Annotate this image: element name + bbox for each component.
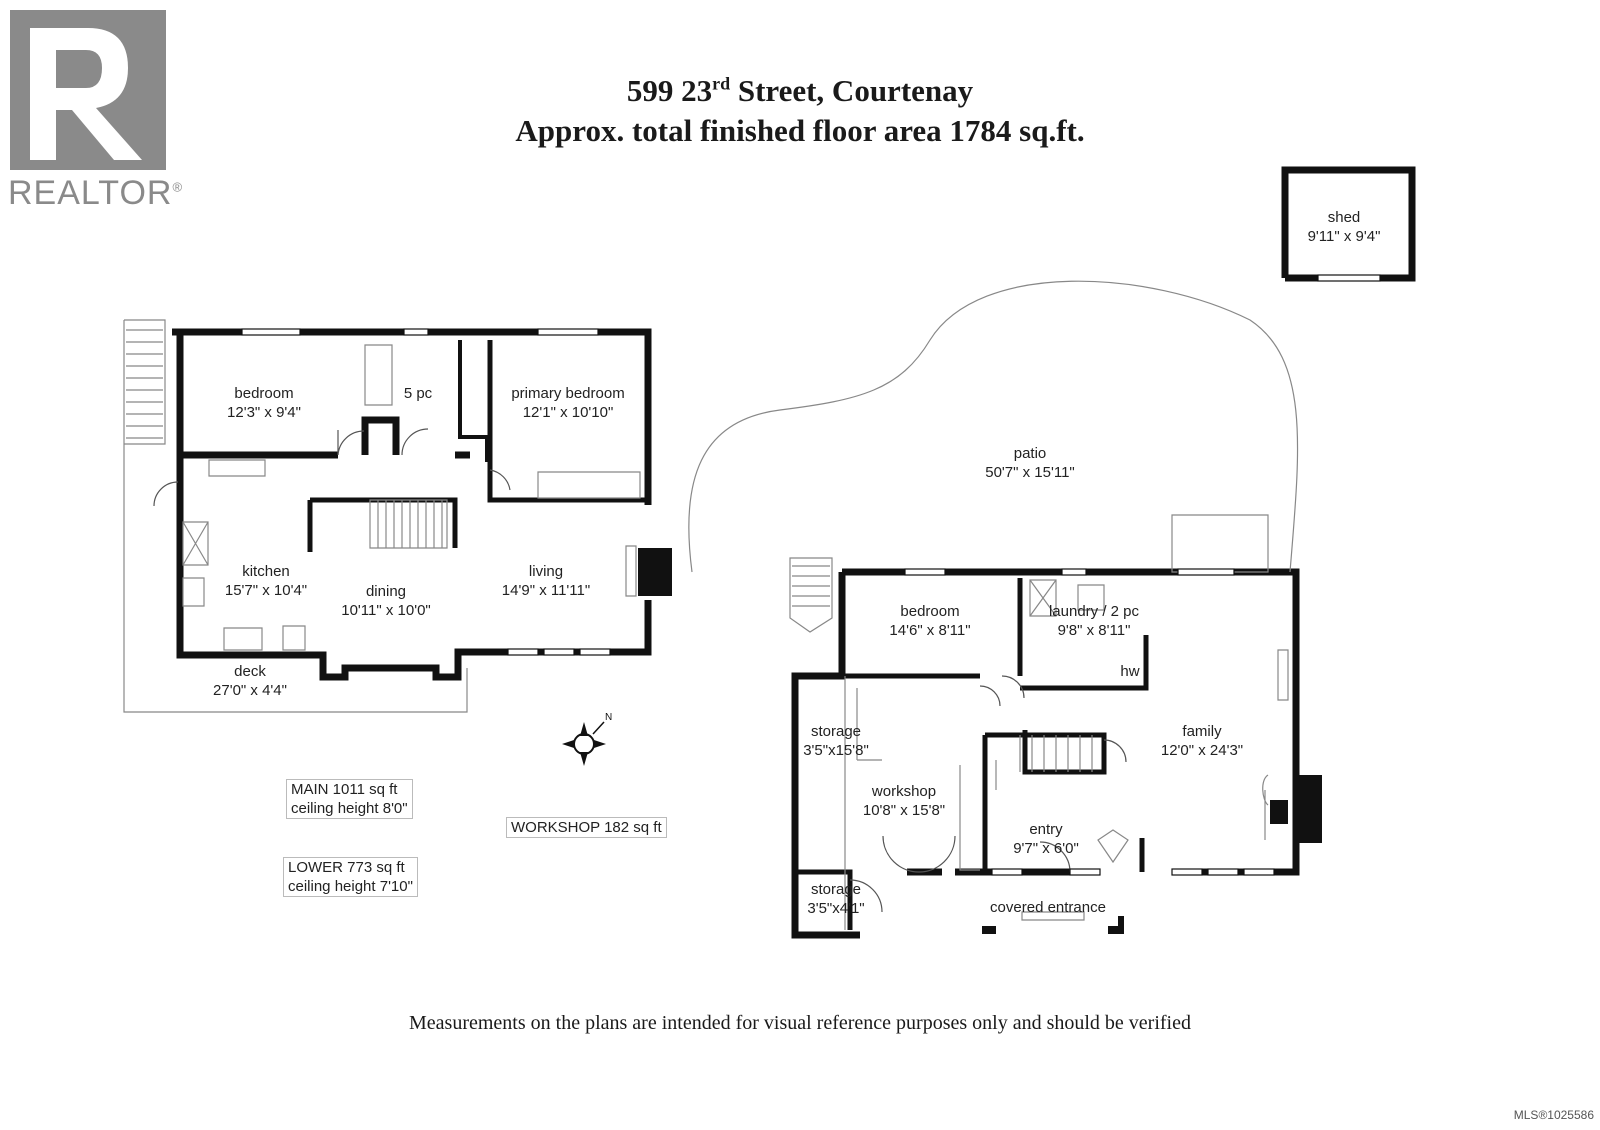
workshop-area-box: WORKSHOP 182 sq ft <box>506 817 667 838</box>
main-floor-walls <box>172 328 652 681</box>
mls-number: MLS®1025586 <box>1513 1108 1594 1122</box>
svg-text:N: N <box>605 712 612 723</box>
patio-outline <box>688 280 1299 573</box>
fireplace-lower <box>1298 775 1322 843</box>
deck-outline <box>123 320 468 713</box>
area-title: Approx. total finished floor area 1784 s… <box>515 113 1085 148</box>
fireplace-main <box>638 548 672 596</box>
realtor-logo <box>10 10 166 170</box>
room-hw: hw <box>1120 663 1140 680</box>
realtor-wordmark: REALTOR® <box>8 174 184 212</box>
north-arrow-icon: N <box>562 712 612 766</box>
room-covered-entrance: covered entrance <box>990 899 1106 916</box>
address-title: 599 23rd Street, Courtenay <box>626 73 974 108</box>
disclaimer-note: Measurements on the plans are intended f… <box>409 1012 1191 1034</box>
room-5pc-bath: 5 pc <box>403 385 433 402</box>
shed-walls <box>1281 166 1416 282</box>
